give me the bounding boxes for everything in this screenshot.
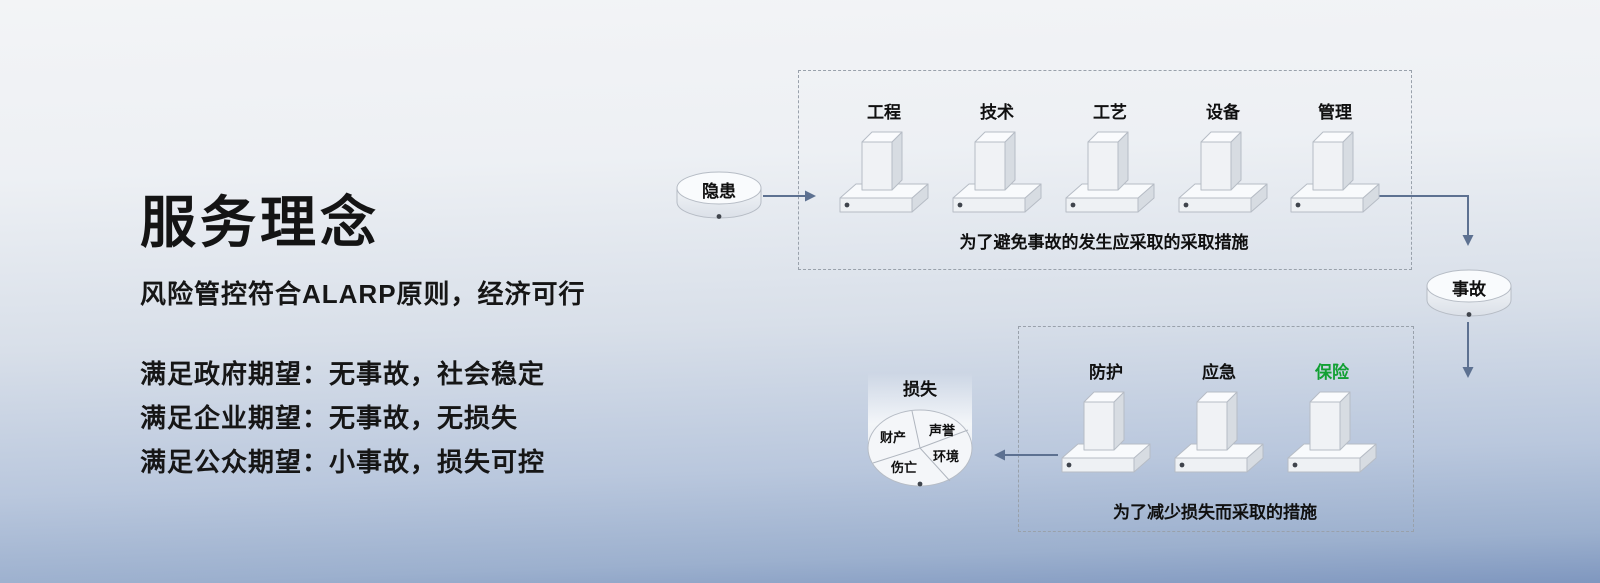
accident-label: 事故 xyxy=(1452,280,1486,299)
barrier-label: 应急 xyxy=(1202,363,1236,382)
accident-node: 事故 xyxy=(1424,262,1514,326)
barrier-equipment: 设备 xyxy=(1175,100,1271,218)
page-title: 服务理念 xyxy=(140,191,380,254)
loss-pie-icon: 损失 财产 声誉 伤亡 环境 xyxy=(867,373,973,487)
arrowhead-down-icon xyxy=(1462,367,1474,378)
expectation-line-government: 满足政府期望：无事故，社会稳定 xyxy=(140,359,546,389)
barrier-insurance: 保险 xyxy=(1284,360,1380,478)
mitigation-caption: 为了减少损失而采取的措施 xyxy=(1113,503,1317,522)
barrier-emergency: 应急 xyxy=(1171,360,1267,478)
loss-segment-label: 伤亡 xyxy=(890,460,917,475)
prevention-caption: 为了避免事故的发生应采取的采取措施 xyxy=(959,233,1249,252)
arrowhead-down-icon xyxy=(1462,235,1474,246)
loss-segment-label: 声誉 xyxy=(928,423,956,438)
barrier-block-icon xyxy=(1061,391,1151,473)
loss-pie-dividers xyxy=(872,410,969,482)
mitigation-group-box xyxy=(1018,326,1414,532)
barrier-label: 管理 xyxy=(1318,103,1352,122)
arrowhead-left-icon xyxy=(994,449,1005,461)
anchor-dot xyxy=(917,481,923,487)
barrier-engineering: 工程 xyxy=(836,100,932,218)
barrier-block-icon xyxy=(1287,391,1377,473)
hazard-node: 隐患 xyxy=(674,164,764,228)
hazard-label: 隐患 xyxy=(702,182,736,201)
barrier-block-icon xyxy=(1174,391,1264,473)
expectation-line-public: 满足公众期望：小事故，损失可控 xyxy=(140,447,546,477)
loss-segment-label: 环境 xyxy=(933,449,959,464)
barrier-label: 防护 xyxy=(1089,363,1123,382)
barrier-process: 工艺 xyxy=(1062,100,1158,218)
expectations-list: 满足政府期望：无事故，社会稳定 满足企业期望：无事故，无损失 满足公众期望：小事… xyxy=(140,352,545,484)
barrier-block-icon xyxy=(1178,131,1268,213)
barrier-block-icon xyxy=(1290,131,1380,213)
barrier-block-icon xyxy=(952,131,1042,213)
barrier-label: 保险 xyxy=(1315,363,1349,382)
barrier-label: 技术 xyxy=(980,103,1014,122)
barrier-block-icon xyxy=(1065,131,1155,213)
barrier-label: 工程 xyxy=(867,103,901,122)
subtitle: 风险管控符合ALARP原则，经济可行 xyxy=(140,279,586,309)
barrier-management: 管理 xyxy=(1287,100,1383,218)
barrier-protection: 防护 xyxy=(1058,360,1154,478)
barrier-label: 工艺 xyxy=(1093,103,1127,122)
loss-label: 损失 xyxy=(903,379,938,399)
loss-node: 损失 财产 声誉 伤亡 环境 xyxy=(860,333,980,498)
barrier-label: 设备 xyxy=(1206,103,1240,122)
prevention-group-box xyxy=(798,70,1412,270)
barrier-block-icon xyxy=(839,131,929,213)
expectation-line-enterprise: 满足企业期望：无事故，无损失 xyxy=(140,403,519,433)
loss-segment-label: 财产 xyxy=(880,430,906,445)
barrier-technology: 技术 xyxy=(949,100,1045,218)
